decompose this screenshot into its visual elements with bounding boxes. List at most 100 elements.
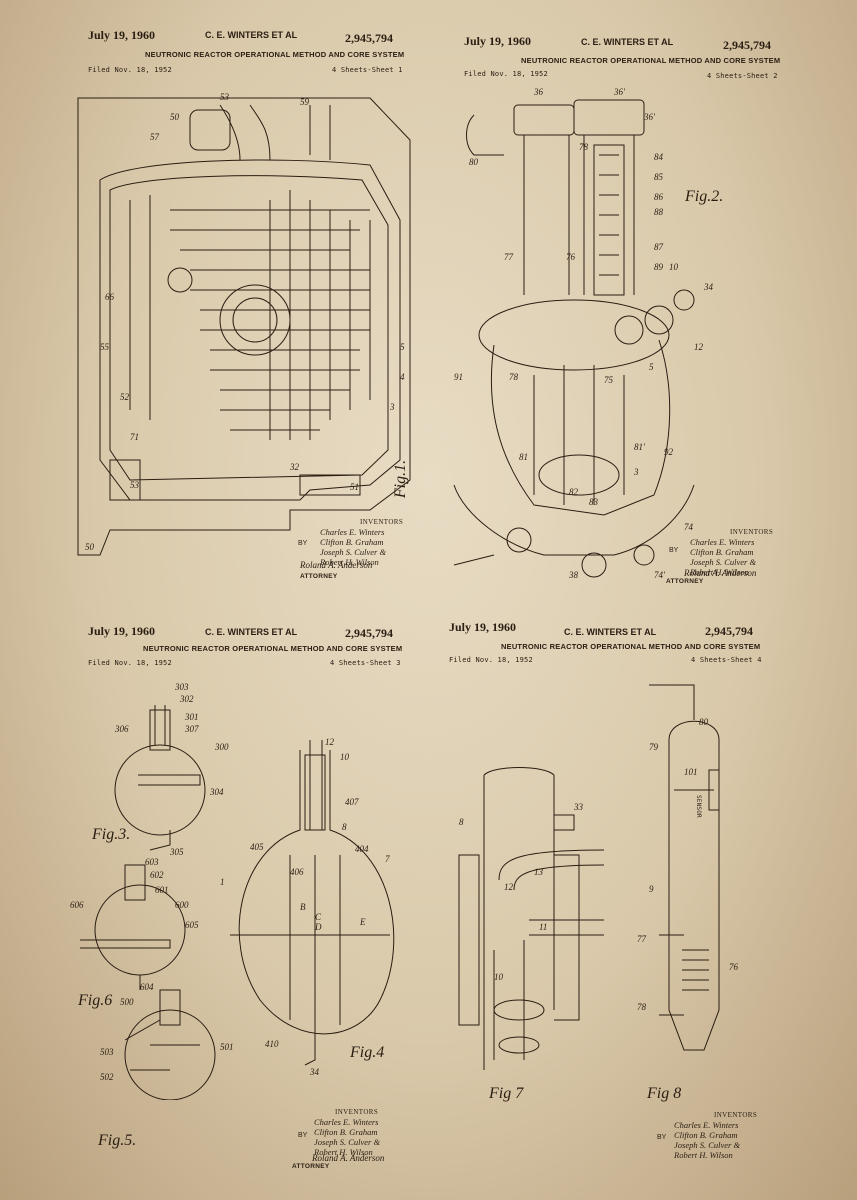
svg-text:80: 80: [699, 717, 709, 727]
svg-text:82: 82: [569, 487, 579, 497]
svg-text:78: 78: [509, 372, 519, 382]
svg-text:301: 301: [184, 712, 199, 722]
attorney-label: ATTORNEY: [292, 1163, 330, 1170]
svg-text:84: 84: [654, 152, 664, 162]
fig-2-label: Fig.2.: [685, 188, 724, 205]
svg-text:92: 92: [664, 447, 674, 457]
svg-text:36': 36': [643, 112, 656, 122]
svg-text:503: 503: [100, 1047, 114, 1057]
attorney-label: ATTORNEY: [300, 573, 338, 580]
inventor-4: Robert H. Wilson: [690, 567, 749, 577]
svg-text:75: 75: [604, 375, 614, 385]
piping: [129, 104, 371, 440]
svg-text:404: 404: [355, 844, 369, 854]
svg-text:50: 50: [170, 112, 180, 122]
attorney-label: ATTORNEY: [666, 578, 704, 585]
inventors-block: INVENTORS Charles E. Winters Clifton B. …: [685, 527, 773, 577]
inventor-1: Charles E. Winters: [320, 527, 385, 537]
svg-text:79: 79: [649, 742, 659, 752]
sheet-number: 4 Sheets-Sheet 1: [332, 66, 403, 74]
svg-text:5: 5: [400, 342, 405, 352]
svg-text:E: E: [359, 917, 366, 927]
inventors-heading: INVENTORS: [730, 528, 774, 536]
svg-text:13: 13: [534, 867, 544, 877]
svg-text:603: 603: [145, 857, 159, 867]
patent-number: 2,945,794: [723, 38, 771, 52]
fig-3-label: Fig.3.: [92, 826, 131, 843]
svg-text:91: 91: [454, 372, 463, 382]
fig-6-label: Fig.6: [78, 992, 113, 1009]
fig-8-label: Fig 8: [647, 1085, 682, 1102]
patent-date: July 19, 1960: [88, 624, 156, 638]
patent-number: 2,945,794: [345, 626, 393, 640]
svg-text:10: 10: [669, 262, 679, 272]
svg-text:302: 302: [179, 694, 194, 704]
svg-text:602: 602: [150, 870, 164, 880]
inventor-2: Clifton B. Graham: [674, 1130, 738, 1140]
sheet-3: July 19, 1960 C. E. WINTERS ET AL 2,945,…: [0, 600, 428, 1200]
patent-title: NEUTRONIC REACTOR OPERATIONAL METHOD AND…: [143, 644, 403, 653]
svg-text:5: 5: [649, 362, 654, 372]
svg-text:81': 81': [634, 442, 646, 452]
svg-text:33: 33: [573, 802, 584, 812]
filed-date: Filed Nov. 18, 1952: [88, 659, 172, 667]
svg-text:87: 87: [654, 242, 664, 252]
svg-text:606: 606: [70, 900, 84, 910]
svg-text:501: 501: [220, 1042, 234, 1052]
sensor-tag: SENSOR: [695, 795, 702, 818]
inventors-short: C. E. WINTERS ET AL: [205, 627, 298, 637]
svg-text:601: 601: [155, 885, 169, 895]
svg-text:306: 306: [114, 724, 129, 734]
by-label: BY: [298, 540, 308, 547]
svg-text:406: 406: [290, 867, 304, 877]
svg-text:83: 83: [589, 497, 599, 507]
svg-text:80: 80: [469, 157, 479, 167]
inventors-short: C. E. WINTERS ET AL: [564, 627, 657, 637]
filed-date: Filed Nov. 18, 1952: [88, 66, 172, 74]
svg-text:604: 604: [140, 982, 154, 992]
svg-text:8: 8: [459, 817, 464, 827]
sheet-number: 4 Sheets-Sheet 4: [691, 656, 762, 664]
fig-5-label: Fig.5.: [98, 1132, 137, 1149]
svg-text:77: 77: [504, 252, 514, 262]
svg-text:4: 4: [400, 372, 405, 382]
svg-text:77: 77: [637, 934, 647, 944]
fig-7-label: Fig 7: [489, 1085, 524, 1102]
svg-text:D: D: [314, 922, 322, 932]
svg-text:81: 81: [519, 452, 528, 462]
svg-text:12: 12: [504, 882, 514, 892]
svg-text:36: 36: [533, 87, 544, 97]
sheet-4: July 19, 1960 C. E. WINTERS ET AL 2,945,…: [429, 600, 857, 1200]
svg-text:502: 502: [100, 1072, 114, 1082]
svg-text:74: 74: [684, 522, 694, 532]
svg-text:303: 303: [174, 682, 189, 692]
svg-text:53: 53: [130, 480, 140, 490]
fig-4-label: Fig.4: [350, 1044, 385, 1061]
svg-text:78: 78: [579, 142, 589, 152]
svg-text:7: 7: [385, 854, 390, 864]
inventor-1: Charles E. Winters: [690, 537, 755, 547]
svg-text:55: 55: [100, 342, 110, 352]
inventor-4: Robert H. Wilson: [320, 557, 379, 567]
svg-text:410: 410: [265, 1039, 279, 1049]
inventors-short: C. E. WINTERS ET AL: [581, 37, 674, 47]
svg-text:76: 76: [729, 962, 739, 972]
attorney-signature: Roland A. Anderson: [684, 568, 757, 578]
svg-text:605: 605: [185, 920, 199, 930]
inventor-2: Clifton B. Graham: [314, 1127, 378, 1137]
svg-text:10: 10: [494, 972, 504, 982]
svg-text:10: 10: [340, 752, 350, 762]
svg-text:88: 88: [654, 207, 664, 217]
inventors-heading: INVENTORS: [360, 518, 404, 526]
svg-text:38: 38: [568, 570, 579, 580]
filed-date: Filed Nov. 18, 1952: [464, 70, 548, 78]
svg-text:9: 9: [649, 884, 654, 894]
inventors-block: INVENTORS Charles E. Winters Clifton B. …: [300, 517, 403, 567]
inventor-4: Robert H. Wilson: [314, 1147, 373, 1157]
svg-text:600: 600: [175, 900, 189, 910]
svg-text:300: 300: [214, 742, 229, 752]
inventors-block: INVENTORS Charles E. Winters Clifton B. …: [300, 1107, 380, 1157]
patent-number: 2,945,794: [705, 624, 753, 638]
inventor-1: Charles E. Winters: [314, 1117, 379, 1127]
